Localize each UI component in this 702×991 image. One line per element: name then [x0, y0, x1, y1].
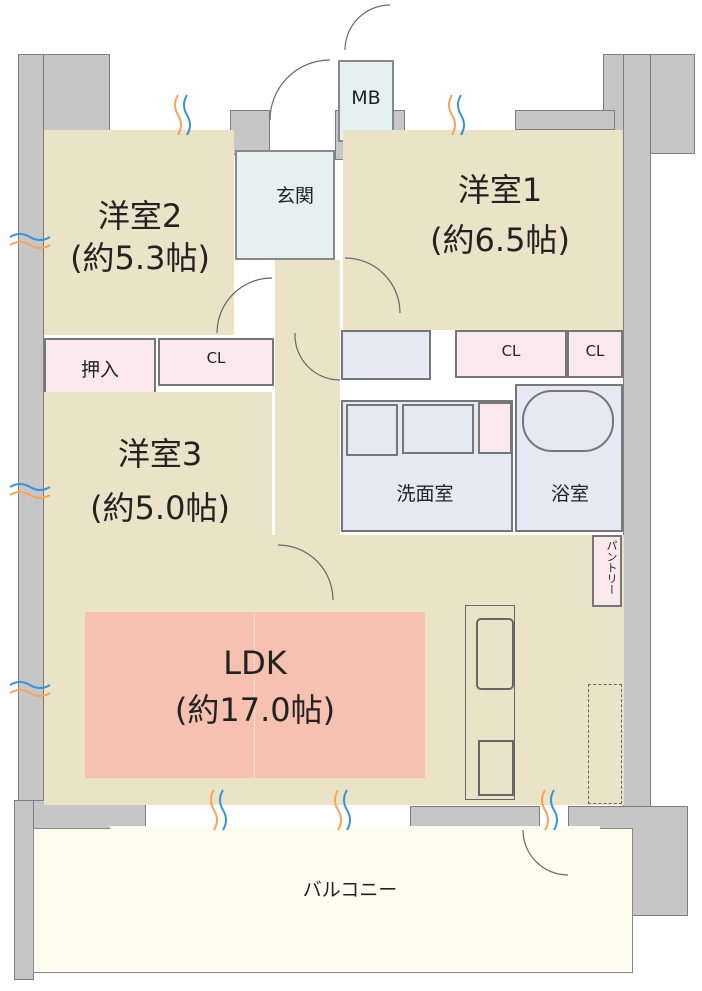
closet-western1-b-label: CL — [585, 342, 605, 360]
airflow-warm-icon — [541, 789, 549, 831]
closet-oshiire-label: 押入 — [80, 359, 119, 381]
airflow-warm-icon — [9, 241, 51, 249]
pantry — [592, 535, 622, 607]
closet-western1-a-label: CL — [501, 342, 521, 360]
door-ldk-arc — [277, 544, 334, 601]
airflow-cool-icon — [457, 94, 465, 136]
airflow-cool-icon — [9, 681, 51, 689]
ldk-highlight — [85, 612, 425, 778]
door-toilet-arc — [294, 332, 341, 381]
bathtub — [522, 390, 614, 452]
closet-western2-label: CL — [206, 349, 226, 367]
balcony-label: バルコニー — [302, 879, 398, 901]
room-western1-size: (約6.5帖) — [430, 221, 570, 259]
room-entrance-name: 玄関 — [275, 185, 314, 207]
pantry-label: パントリー — [605, 540, 618, 595]
airflow-warm-icon — [210, 789, 218, 831]
room-western2 — [44, 130, 234, 335]
ldk-divider — [254, 612, 255, 778]
stove — [478, 740, 514, 796]
airflow-warm-icon — [174, 94, 182, 136]
door-western1-arc — [344, 257, 401, 314]
door-western2-arc — [216, 277, 273, 334]
closet-western2 — [158, 338, 274, 386]
airflow-cool-icon — [9, 233, 51, 241]
wall-top-right-strip — [515, 110, 615, 130]
door-entrance-arc — [269, 59, 331, 121]
fridge-space — [588, 684, 622, 804]
airflow-cool-icon — [219, 789, 227, 831]
room-western1-name: 洋室1 — [457, 171, 543, 209]
room-meter-box-name: MB — [351, 87, 381, 109]
airflow-warm-icon — [334, 789, 342, 831]
room-ldk-size: (約17.0帖) — [174, 691, 336, 729]
room-western2-size: (約5.3帖) — [70, 239, 210, 277]
airflow-warm-icon — [448, 94, 456, 136]
room-western3-name: 洋室3 — [117, 435, 203, 473]
washing-machine-space — [346, 404, 398, 456]
room-bathroom-name: 浴室 — [550, 483, 589, 505]
closet-western1-b — [567, 330, 623, 378]
door-balcony-arc — [522, 829, 569, 876]
airflow-cool-icon — [9, 483, 51, 491]
airflow-cool-icon — [550, 789, 558, 831]
corridor — [275, 260, 340, 545]
balcony-upper — [110, 826, 600, 886]
airflow-cool-icon — [343, 789, 351, 831]
room-entrance — [235, 150, 335, 260]
kitchen-sink — [476, 618, 514, 690]
washroom-shelf — [478, 402, 512, 454]
wall-right — [623, 54, 651, 814]
closet-western1-a — [455, 330, 567, 378]
room-washroom-name: 洗面室 — [396, 483, 454, 505]
room-western1 — [343, 130, 623, 330]
room-toilet — [341, 330, 431, 380]
vanity-sink — [402, 404, 474, 454]
kitchen-counter — [465, 605, 515, 800]
room-western3-size: (約5.0帖) — [90, 489, 230, 527]
room-meter-box — [338, 60, 394, 142]
airflow-warm-icon — [9, 689, 51, 697]
room-western2-name: 洋室2 — [97, 197, 183, 235]
airflow-cool-icon — [183, 94, 191, 136]
door-mb-arc — [344, 4, 391, 51]
room-ldk-name: LDK — [223, 644, 287, 682]
airflow-warm-icon — [9, 491, 51, 499]
wall-top-left-ext — [18, 54, 44, 814]
